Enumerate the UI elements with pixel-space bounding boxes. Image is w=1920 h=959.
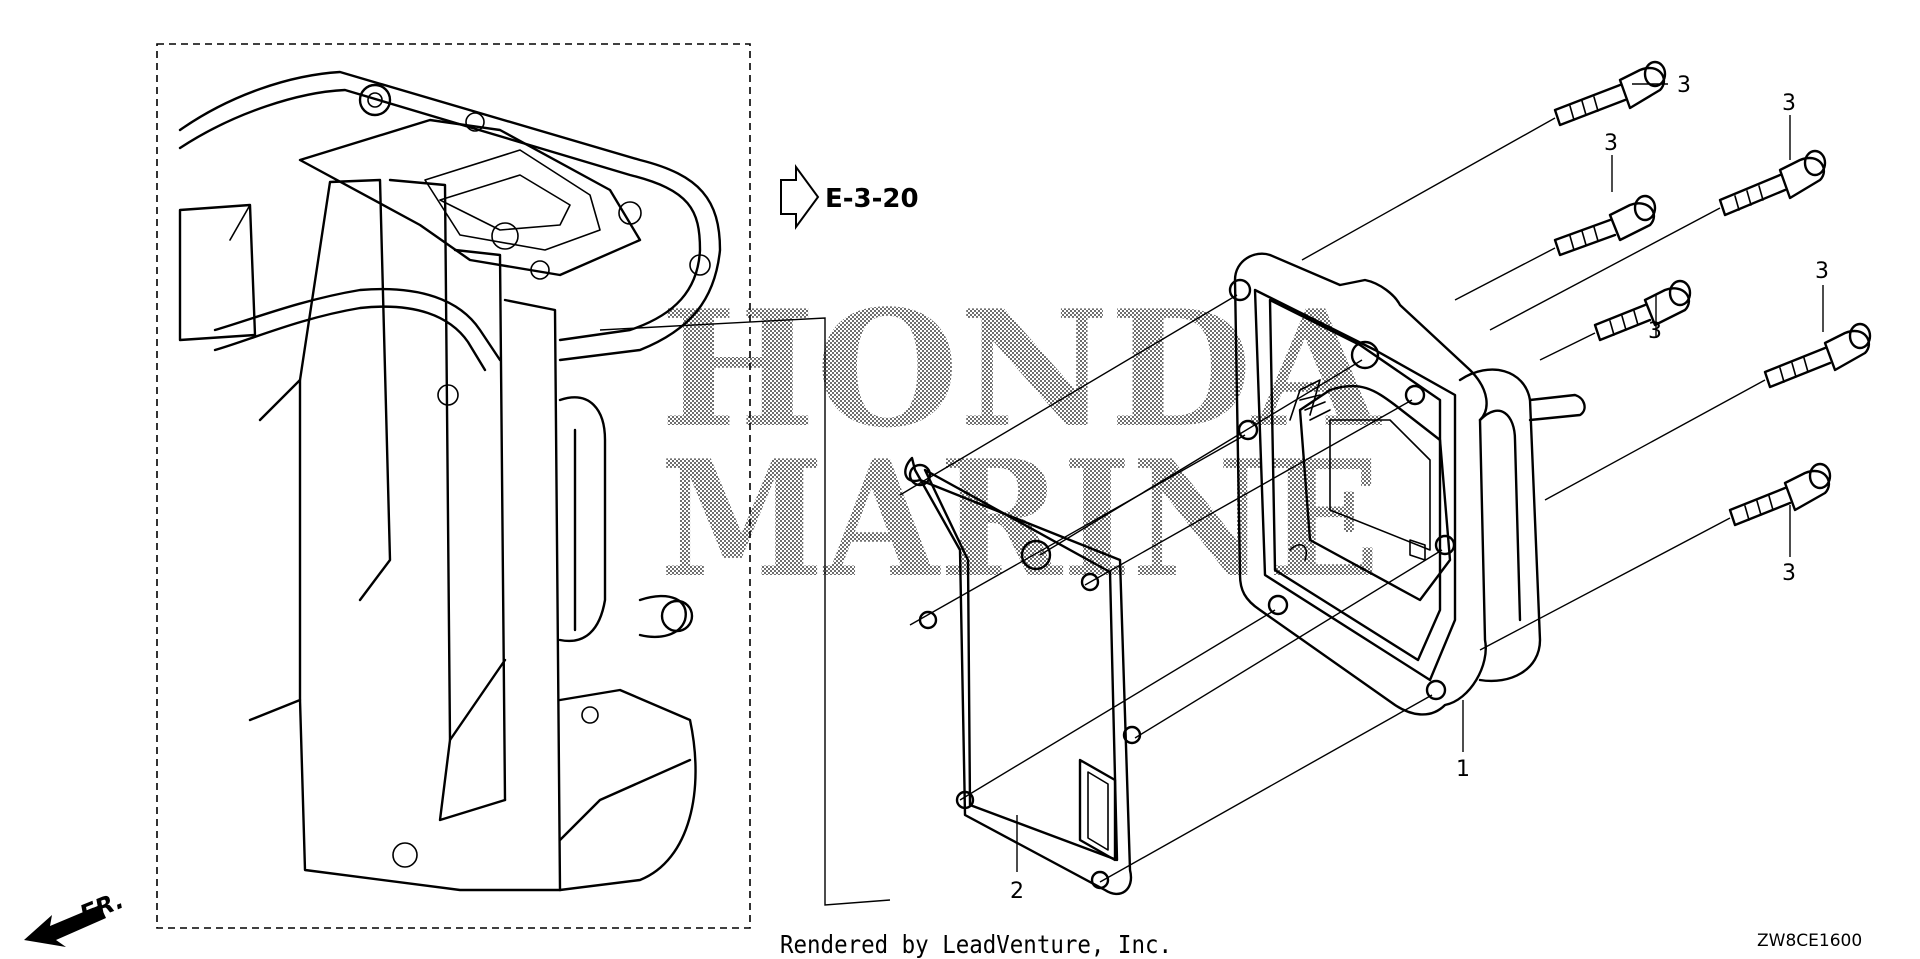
bolt-part-3 (1763, 322, 1872, 389)
bolt-part-3 (1728, 462, 1832, 527)
bolt-part-3 (1553, 60, 1667, 127)
bolt-part-3 (1553, 194, 1657, 257)
engine-case-outline (178, 70, 722, 892)
reference-frame (156, 43, 751, 929)
callout-3[interactable]: 3 (1815, 259, 1829, 284)
callout-3[interactable]: 3 (1604, 131, 1618, 156)
gasket-part-2 (904, 456, 1142, 896)
reference-arrow-icon (780, 163, 820, 231)
callout-2[interactable]: 2 (1010, 879, 1024, 904)
front-arrow-icon (24, 905, 106, 947)
callout-1[interactable]: 1 (1456, 757, 1470, 782)
callout-3[interactable]: 3 (1782, 561, 1796, 586)
cover-part-1 (1228, 252, 1586, 716)
reference-label[interactable]: E-3-20 (825, 184, 919, 214)
watermark-line1: HONDA (660, 275, 1382, 463)
diagram-code: ZW8CE1600 (1757, 931, 1862, 951)
callout-3[interactable]: 3 (1648, 319, 1662, 344)
front-label: FR. (76, 886, 128, 929)
alignment-lines (899, 117, 1766, 883)
assembly-line-left (599, 317, 891, 906)
credit-text: Rendered by LeadVenture, Inc. (780, 930, 1172, 959)
bolt-part-3 (1593, 279, 1692, 342)
bolt-part-3 (1718, 149, 1827, 217)
callout-3[interactable]: 3 (1677, 73, 1691, 98)
callout-3[interactable]: 3 (1782, 91, 1796, 116)
callout-leaders (1016, 83, 1824, 872)
